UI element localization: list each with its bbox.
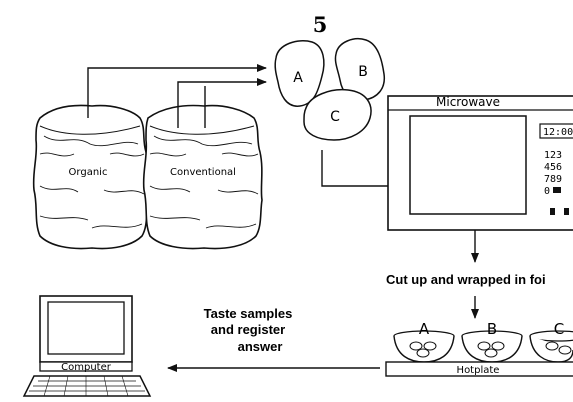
microwave: Microwave 12:00 123 456 789 0: [388, 95, 573, 230]
taste-caption-line-2: and register: [211, 322, 285, 337]
hotplate: Hotplate: [386, 362, 573, 376]
microwave-keypad-row-2: 456: [544, 162, 562, 173]
microwave-button-left: [550, 208, 555, 215]
computer: Computer: [24, 296, 150, 396]
bowl-b-label: B: [487, 320, 497, 338]
bowl-a: A: [394, 320, 454, 362]
bowl-c-label: C: [554, 320, 564, 338]
bowl-c: C: [530, 320, 573, 362]
computer-screen: [48, 302, 124, 354]
potato-c: C: [304, 90, 371, 140]
microwave-clock: 12:00: [543, 127, 573, 138]
taste-caption-line-3: answer: [238, 339, 283, 354]
microwave-keypad-row-3: 789: [544, 174, 562, 185]
cut-wrap-caption: Cut up and wrapped in foi: [386, 272, 546, 287]
potato-c-label: C: [330, 109, 340, 125]
microwave-keypad-row-4: 0: [544, 186, 550, 197]
potato-a-label: A: [293, 70, 303, 86]
page-number: 5: [313, 12, 328, 37]
potato-b-label: B: [358, 64, 368, 80]
organic-sack: Organic: [34, 106, 148, 249]
computer-label: Computer: [61, 362, 112, 373]
organic-sack-label: Organic: [69, 167, 108, 178]
conventional-sack-label: Conventional: [170, 167, 236, 178]
hotplate-label: Hotplate: [457, 365, 500, 376]
microwave-title: Microwave: [436, 95, 500, 109]
bowl-a-label: A: [419, 320, 430, 338]
taste-caption-line-1: Taste samples: [204, 306, 293, 321]
microwave-window: [410, 116, 526, 214]
microwave-keypad-row-1: 123: [544, 150, 562, 161]
conventional-sack: Conventional: [144, 106, 262, 249]
bowl-b: B: [462, 320, 522, 362]
microwave-button-right: [564, 208, 569, 215]
